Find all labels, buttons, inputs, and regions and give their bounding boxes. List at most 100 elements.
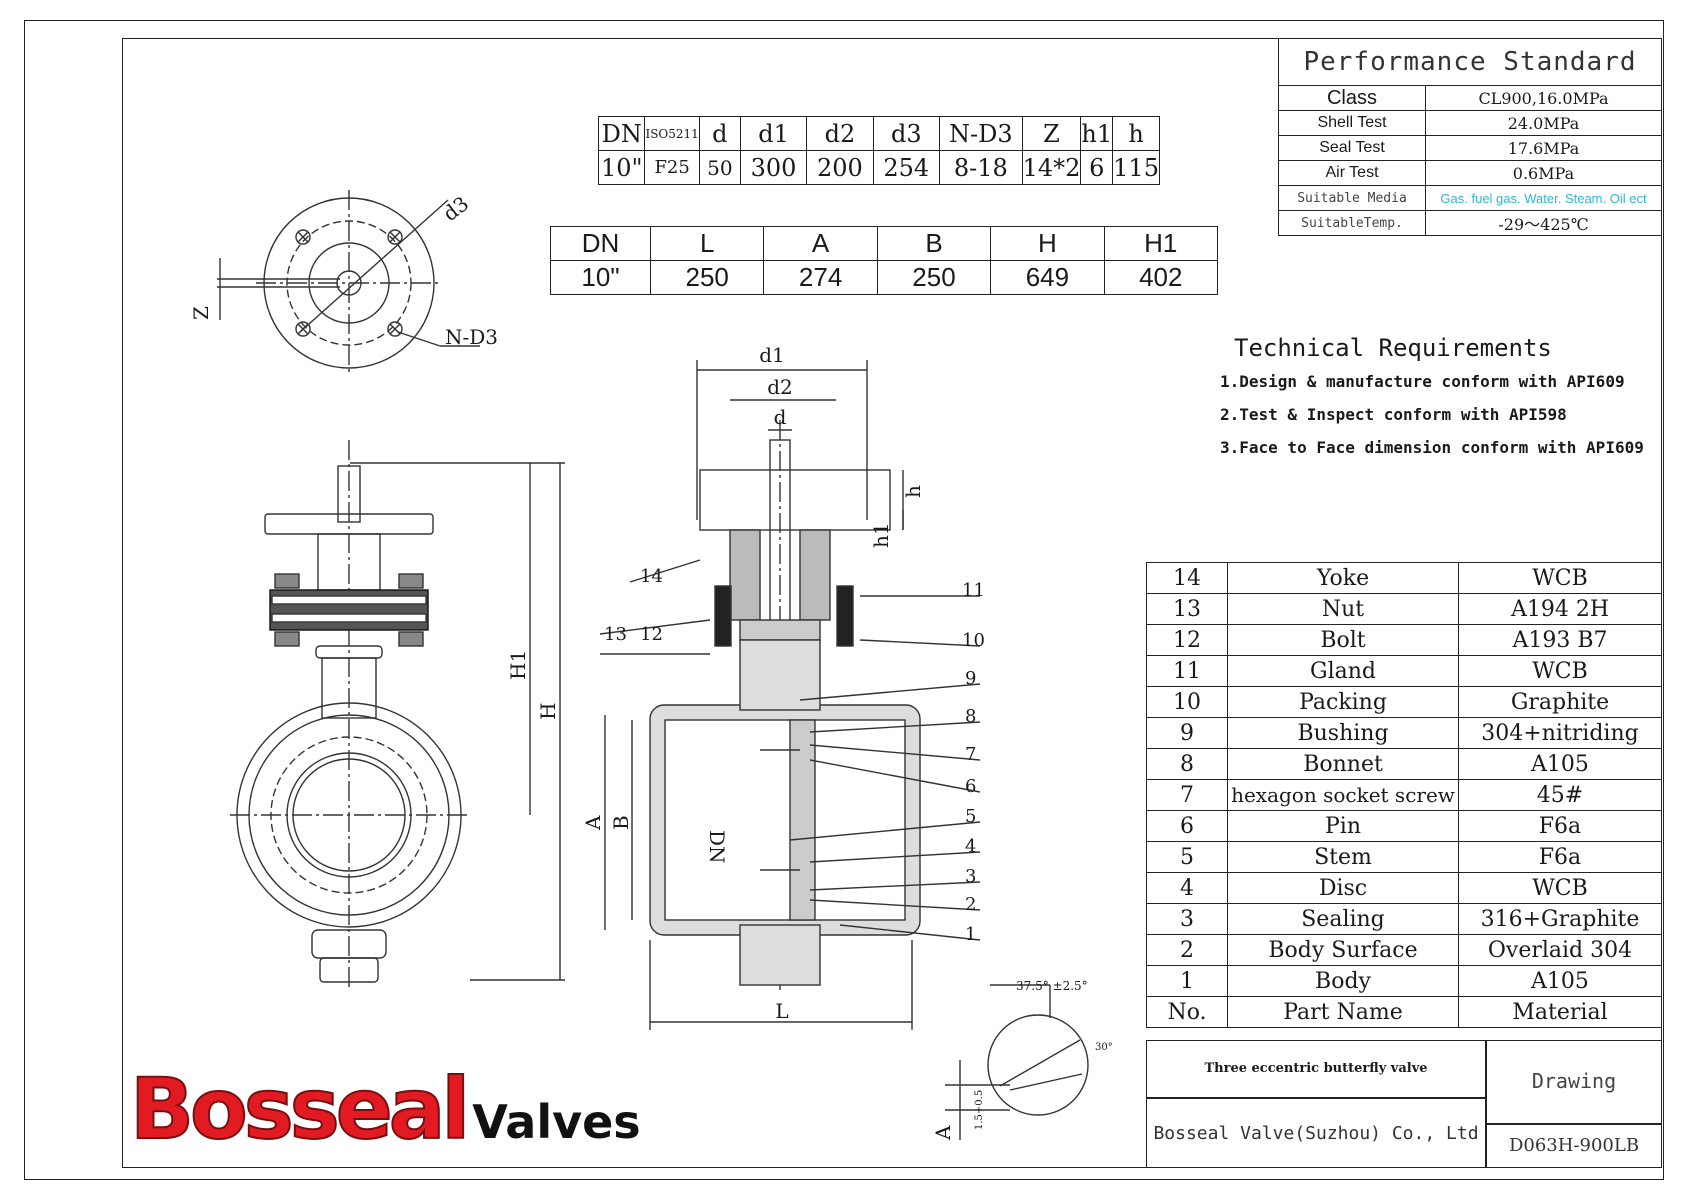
dims2-header-b: B [876,226,992,261]
dims2-header-dn: DN [549,226,652,261]
dims1-header-z: Z [1021,116,1082,151]
label-b: B [609,815,633,830]
weld-detail [945,984,1089,1140]
dims2-value-a: 274 [763,260,878,295]
callout-1: 1 [965,924,976,945]
part-material: 316+Graphite [1458,903,1662,935]
part-name: Packing [1227,686,1459,718]
part-name: Body [1227,965,1459,997]
part-name: Gland [1227,655,1459,687]
perf-value-air: 0.6MPa [1425,160,1662,186]
part-no: 14 [1146,562,1228,594]
dims2-value-b: 250 [876,260,992,295]
dims1-value-nd3: 8-18 [938,150,1023,185]
part-no: 10 [1146,686,1228,718]
part-material: WCB [1458,872,1662,904]
label-d1: d1 [759,343,785,367]
product-name: Three eccentric butterfly valve [1204,1061,1428,1076]
label-angle: 37.5° ±2.5° [1016,979,1088,993]
tech-item-3: 3.Face to Face dimension conform with AP… [1220,438,1644,457]
label-dn: DN [705,830,729,864]
callout-11: 11 [962,580,985,601]
part-no: 13 [1146,593,1228,625]
label-d2: d2 [767,375,793,399]
perf-value-class: CL900,16.0MPa [1425,85,1662,111]
dims1-value-d1: 300 [739,150,808,185]
title-drawing-cell: Drawing [1486,1040,1662,1124]
inner-frame [122,38,1662,1168]
dims1-header-h1: h1 [1080,116,1114,151]
part-material: A193 B7 [1458,624,1662,656]
dims1-header-d2: d2 [806,116,874,151]
header-material: Material [1458,996,1662,1028]
part-material: A105 [1458,748,1662,780]
part-name: Body Surface [1227,934,1459,966]
callout-4: 4 [965,836,976,857]
dims1-value-iso5211: F25 [644,150,700,185]
label-nd3: N-D3 [445,325,498,349]
part-name: Disc [1227,872,1459,904]
perf-label-shell: Shell Test [1278,110,1426,136]
drawing-number: D063H-900LB [1508,1135,1640,1156]
dims2-value-h: 649 [990,260,1105,295]
tech-item-2: 2.Test & Inspect conform with API598 [1220,405,1567,424]
label-h1-dim: H1 [506,650,530,680]
flange-top-view [217,190,480,376]
dims1-value-d3: 254 [872,150,940,185]
part-no: 8 [1146,748,1228,780]
dims1-header-d: d [698,116,741,151]
label-a: A [581,815,605,831]
part-name: Stem [1227,841,1459,873]
perf-label-air: Air Test [1278,160,1426,186]
dims2-value-l: 250 [650,260,765,295]
company-name: Bosseal Valve(Suzhou) Co., Ltd [1153,1123,1479,1144]
logo-suffix: Valves [472,1095,641,1149]
part-name: Pin [1227,810,1459,842]
part-name: Bolt [1227,624,1459,656]
part-material: F6a [1458,810,1662,842]
perf-label-class: Class [1278,85,1426,111]
part-material: F6a [1458,841,1662,873]
callout-10: 10 [962,630,985,651]
dims2-header-h1: H1 [1103,226,1219,261]
perf-title: Performance Standard [1278,38,1662,86]
perf-label-media: Suitable Media [1278,185,1426,211]
part-no: 2 [1146,934,1228,966]
title-number-cell: D063H-900LB [1486,1124,1662,1168]
flange-dimension-table: DN ISO5211 d d1 d2 d3 N-D3 Z h1 h 10" F2… [597,116,1160,185]
tech-title: Technical Requirements [1234,334,1552,362]
label-d3: d3 [438,191,473,226]
part-material: Overlaid 304 [1458,934,1662,966]
label-z: Z [189,306,213,320]
label-h: h [901,485,925,498]
part-no: 4 [1146,872,1228,904]
part-material: 45# [1458,779,1662,811]
drawing-label: Drawing [1531,1069,1617,1093]
title-company-cell: Bosseal Valve(Suzhou) Co., Ltd [1146,1098,1486,1168]
part-material: A194 2H [1458,593,1662,625]
callout-5: 5 [965,806,976,827]
header-part-name: Part Name [1227,996,1459,1028]
dims1-header-iso5211: ISO5211 [644,116,700,151]
part-no: 5 [1146,841,1228,873]
part-material: WCB [1458,655,1662,687]
dims1-header-dn: DN [597,116,646,151]
callout-12: 12 [640,624,663,645]
part-material: WCB [1458,562,1662,594]
part-no: 1 [1146,965,1228,997]
part-name: Bonnet [1227,748,1459,780]
part-no: 7 [1146,779,1228,811]
dims1-header-nd3: N-D3 [938,116,1023,151]
dims1-value-d: 50 [698,150,741,185]
